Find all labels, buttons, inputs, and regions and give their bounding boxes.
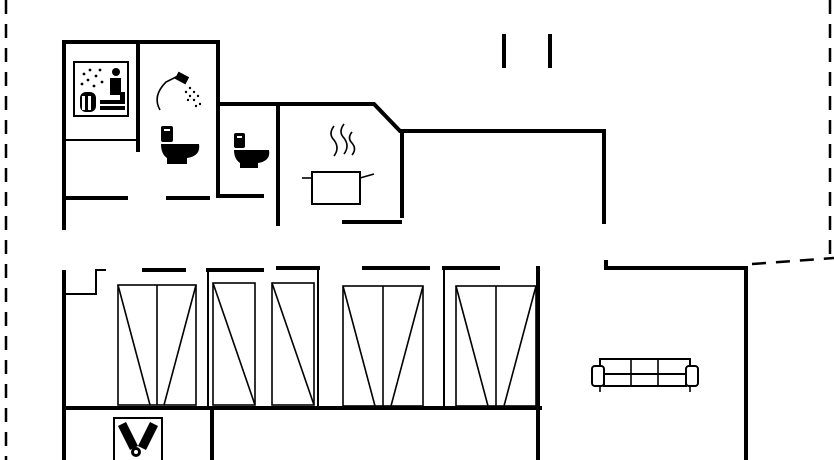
shower-icon <box>156 71 202 111</box>
toilet-icon <box>234 133 270 168</box>
washing-icon <box>113 417 163 460</box>
window-marks <box>502 34 552 68</box>
terrace-outline <box>4 0 834 460</box>
wardrobe-5 <box>455 285 537 407</box>
toilet-icon <box>161 126 200 164</box>
wardrobe-2 <box>212 282 256 406</box>
sofa-icon <box>591 358 699 392</box>
walls <box>62 40 748 460</box>
sauna-icon <box>73 61 129 117</box>
cooking-pot-icon <box>302 123 375 205</box>
wardrobes <box>117 282 537 407</box>
wardrobe-3 <box>271 282 315 406</box>
wardrobe-4 <box>342 285 424 407</box>
wardrobe-1 <box>117 284 197 406</box>
